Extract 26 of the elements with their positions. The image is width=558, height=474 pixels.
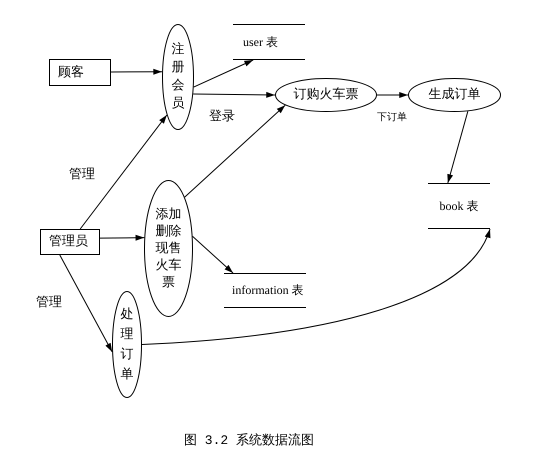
entity-box: 顾客 — [49, 59, 111, 86]
edge-label: 管理 — [35, 296, 63, 311]
arrow — [142, 228, 490, 345]
entity-box: 管理员 — [40, 229, 100, 255]
process-ellipse: 注册会员 — [162, 24, 194, 130]
arrow — [184, 104, 286, 198]
data-store: user 表 — [233, 24, 305, 60]
process-ellipse: 订购火车票 — [275, 78, 377, 112]
arrow — [447, 110, 468, 184]
process-ellipse: 生成订单 — [408, 78, 501, 112]
process-ellipse: 添加删除现售火车票 — [144, 180, 193, 317]
arrow — [59, 254, 113, 352]
arrow — [192, 92, 276, 98]
arrow — [193, 60, 254, 88]
arrow — [100, 234, 145, 241]
edge-label: 管理 — [68, 168, 96, 183]
process-ellipse: 处理订单 — [112, 291, 142, 398]
arrow — [80, 114, 168, 230]
edge-label: 下订单 — [376, 112, 408, 124]
data-store: book 表 — [428, 183, 490, 229]
data-store: information 表 — [224, 273, 306, 308]
arrow — [376, 92, 408, 98]
arrow — [110, 68, 163, 75]
edge-label: 登录 — [208, 110, 236, 125]
arrow — [192, 236, 234, 274]
caption: 图 3.2 系统数据流图 — [184, 432, 314, 449]
